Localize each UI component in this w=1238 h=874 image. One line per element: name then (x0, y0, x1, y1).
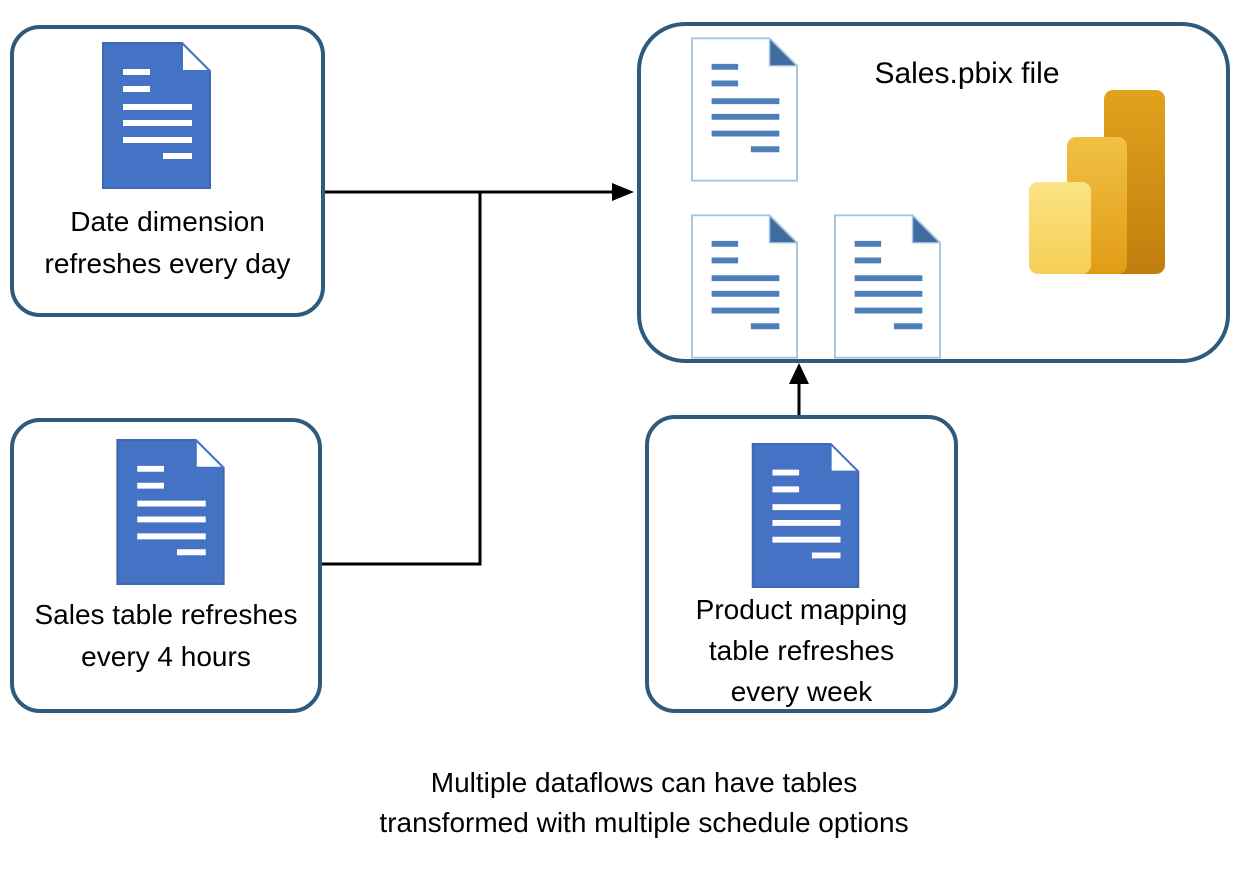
connector-product-to-pbix (789, 363, 809, 416)
document-outline-icon (691, 214, 798, 359)
power-bi-logo (1029, 90, 1165, 274)
node-date-dataflow: Date dimension refreshes every day (10, 25, 325, 317)
connector-date-to-pbix (325, 183, 634, 201)
sales-dataflow-label: Sales table refreshes every 4 hours (34, 599, 298, 672)
diagram-caption: Multiple dataflows can have tables trans… (379, 767, 909, 838)
document-icon (751, 443, 860, 588)
document-icon (102, 42, 211, 189)
document-icon (116, 439, 225, 585)
document-outline-icon (691, 36, 798, 183)
pbix-file-title: Sales.pbix file (874, 57, 1060, 90)
product-dataflow-label: Product mapping table refreshes every we… (695, 594, 908, 707)
date-dataflow-label: Date dimension refreshes every day (44, 206, 291, 279)
connector-sales-to-pbix (321, 192, 482, 566)
document-outline-icon (834, 214, 941, 359)
node-pbix-file: Sales.pbix file (637, 22, 1230, 363)
node-product-dataflow: Product mapping table refreshes every we… (645, 415, 958, 713)
node-sales-dataflow: Sales table refreshes every 4 hours (10, 418, 322, 713)
